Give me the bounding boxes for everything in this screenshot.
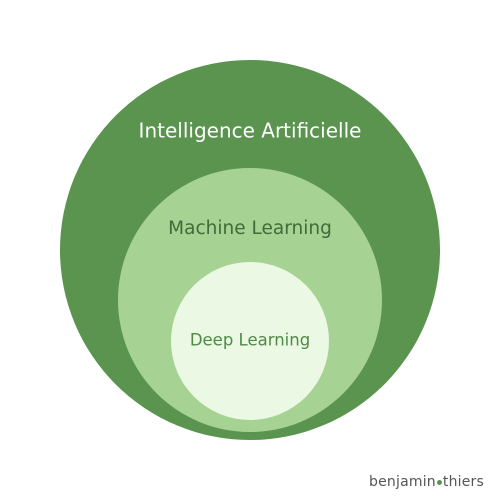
artificial-intelligence-label: Intelligence Artificielle [139,119,362,143]
machine-learning-label: Machine Learning [168,218,332,239]
watermark-dot-icon [436,480,442,485]
author-watermark: benjamin thiers [369,474,484,490]
watermark-last-name: thiers [442,474,484,490]
deep-learning-label: Deep Learning [190,331,310,350]
watermark-first-name: benjamin [369,474,436,490]
deep-learning-circle [171,262,329,420]
